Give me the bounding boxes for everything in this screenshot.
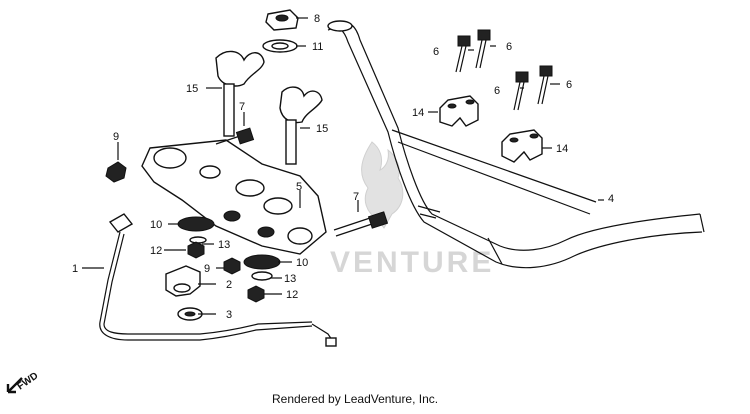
cushion-10-left [177,216,215,232]
cap-nut-8 [265,9,299,31]
callout-8: 8 [314,13,320,25]
callout-1: 1 [72,263,78,275]
rendered-by-footer: Rendered by LeadVenture, Inc. [272,392,438,406]
cable-1 [99,213,337,347]
bolt-7-right [333,211,389,237]
callout-6d: 6 [566,79,572,91]
washer-13-left [189,236,207,244]
nut-12-right [247,285,265,303]
callout-6c: 6 [494,85,500,97]
callout-5: 5 [296,181,302,193]
callout-10a: 10 [150,219,162,231]
fwd-indicator: FWD [6,370,40,394]
cable-holder-2 [165,265,201,297]
fwd-label: FWD [15,370,40,392]
bolt-6-c [513,71,529,111]
callout-12b: 12 [286,289,298,301]
callout-15b: 15 [316,123,328,135]
callout-14b: 14 [556,143,568,155]
callout-12a: 12 [150,245,162,257]
callout-13a: 13 [218,239,230,251]
bolt-6-d [537,65,553,105]
callout-6b: 6 [506,41,512,53]
watermark: VENTURE [330,141,494,279]
leader-lines [82,17,604,315]
callout-2: 2 [226,279,232,291]
collar-3 [177,307,203,321]
flame-v-logo-icon [361,141,404,229]
callout-7a: 7 [239,101,245,113]
upper-clamp-14-bottom [501,129,543,163]
callout-13b: 13 [284,273,296,285]
bolt-6-a [455,35,471,73]
callout-11: 11 [312,41,323,53]
bolt-6-b [475,29,491,69]
callout-14a: 14 [412,107,424,119]
top-bridge-clamp [141,139,327,255]
nut-9-bottom [223,257,241,275]
callout-10b: 10 [296,257,308,269]
callout-6a: 6 [433,46,439,58]
upper-holder-right [279,86,323,165]
washer-11 [262,39,298,53]
callout-9b: 9 [204,263,210,275]
cushion-10-right [243,254,281,270]
nut-12-left [187,241,205,259]
callout-7b: 7 [353,191,359,203]
callout-4: 4 [608,193,614,205]
watermark-text: VENTURE [330,246,494,279]
handlebar [327,20,705,269]
nut-9-top [105,161,127,183]
callout-3: 3 [226,309,232,321]
bolt-7-left [215,127,255,145]
upper-clamp-14-top [439,95,479,127]
washer-13-right [251,271,273,281]
callout-labels: 1 2 3 4 5 6 6 6 6 7 7 8 9 9 10 10 11 12 … [72,13,614,321]
callout-15a: 15 [186,83,198,95]
upper-holder-left [215,50,265,137]
callout-9a: 9 [113,131,119,143]
arrow-down-left-icon [6,377,23,394]
